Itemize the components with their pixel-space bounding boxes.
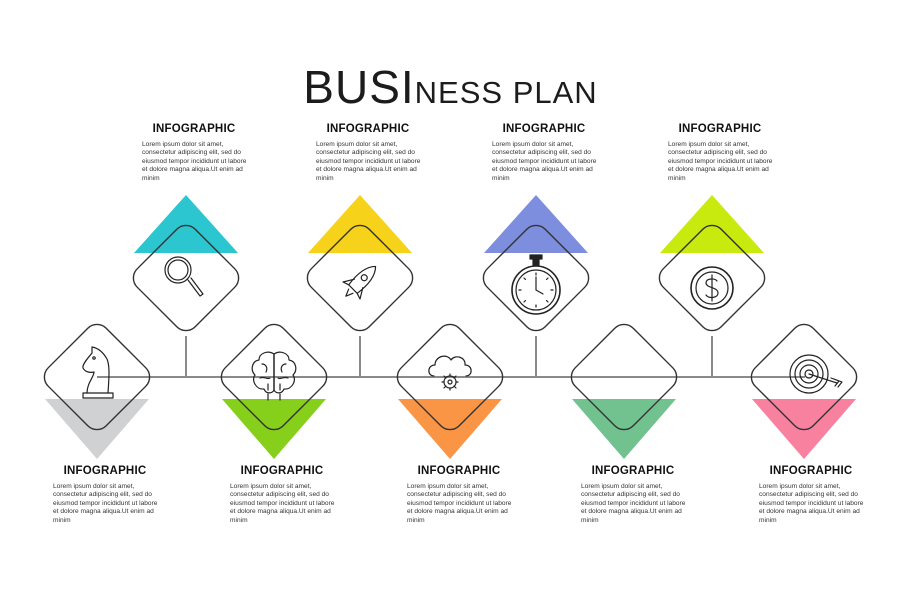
step-text: Lorem ipsum dolor sit amet, consectetur … <box>759 483 864 524</box>
diamond-4 <box>306 224 414 332</box>
step-block-1: INFOGRAPHIC Lorem ipsum dolor sit amet, … <box>53 465 163 525</box>
magnifier-icon <box>164 256 204 297</box>
triangle-6 <box>484 195 588 253</box>
step-text: Lorem ipsum dolor sit amet, consectetur … <box>53 483 158 524</box>
diamond-3 <box>220 323 328 431</box>
step-text: Lorem ipsum dolor sit amet, consectetur … <box>142 141 247 182</box>
step-block-9: INFOGRAPHIC Lorem ipsum dolor sit amet, … <box>759 465 869 525</box>
title-rest: NESS PLAN <box>414 75 598 110</box>
triangle-8 <box>660 195 764 253</box>
diamond-2 <box>132 224 240 332</box>
cloud-gear-icon <box>428 355 472 391</box>
rocket-icon <box>342 265 377 300</box>
step-heading: INFOGRAPHIC <box>417 465 501 477</box>
stopwatch-icon <box>511 254 561 315</box>
step-block-7: INFOGRAPHIC Lorem ipsum dolor sit amet, … <box>581 465 691 525</box>
diamond-9 <box>750 323 858 431</box>
step-heading: INFOGRAPHIC <box>502 123 586 135</box>
step-heading: INFOGRAPHIC <box>678 123 762 135</box>
step-block-2: INFOGRAPHIC Lorem ipsum dolor sit amet, … <box>142 123 252 183</box>
step-heading: INFOGRAPHIC <box>152 123 236 135</box>
step-text: Lorem ipsum dolor sit amet, consectetur … <box>581 483 686 524</box>
step-block-3: INFOGRAPHIC Lorem ipsum dolor sit amet, … <box>230 465 340 525</box>
step-block-4: INFOGRAPHIC Lorem ipsum dolor sit amet, … <box>316 123 426 183</box>
step-text: Lorem ipsum dolor sit amet, consectetur … <box>407 483 512 524</box>
page-title: BUSINESS PLAN <box>0 64 901 110</box>
step-block-8: INFOGRAPHIC Lorem ipsum dolor sit amet, … <box>668 123 778 183</box>
triangle-4 <box>308 195 412 253</box>
step-heading: INFOGRAPHIC <box>240 465 324 477</box>
stems <box>185 336 713 377</box>
step-heading: INFOGRAPHIC <box>591 465 675 477</box>
dollar-coin-icon <box>690 266 734 310</box>
step-heading: INFOGRAPHIC <box>326 123 410 135</box>
brain-icon <box>251 351 297 401</box>
triangles <box>45 195 856 459</box>
step-heading: INFOGRAPHIC <box>63 465 147 477</box>
diamond-5 <box>396 323 504 431</box>
chess-knight-icon <box>82 346 114 399</box>
diamond-7 <box>570 323 678 431</box>
step-block-5: INFOGRAPHIC Lorem ipsum dolor sit amet, … <box>407 465 517 525</box>
diamond-6 <box>482 224 590 332</box>
step-text: Lorem ipsum dolor sit amet, consectetur … <box>230 483 335 524</box>
diamond-8 <box>658 224 766 332</box>
step-text: Lorem ipsum dolor sit amet, consectetur … <box>492 141 597 182</box>
target-dart-icon <box>789 354 843 394</box>
step-text: Lorem ipsum dolor sit amet, consectetur … <box>316 141 421 182</box>
title-main: BUSI <box>303 61 415 113</box>
triangle-2 <box>134 195 238 253</box>
step-text: Lorem ipsum dolor sit amet, consectetur … <box>668 141 773 182</box>
step-block-6: INFOGRAPHIC Lorem ipsum dolor sit amet, … <box>492 123 602 183</box>
diamond-1 <box>43 323 151 431</box>
step-heading: INFOGRAPHIC <box>769 465 853 477</box>
